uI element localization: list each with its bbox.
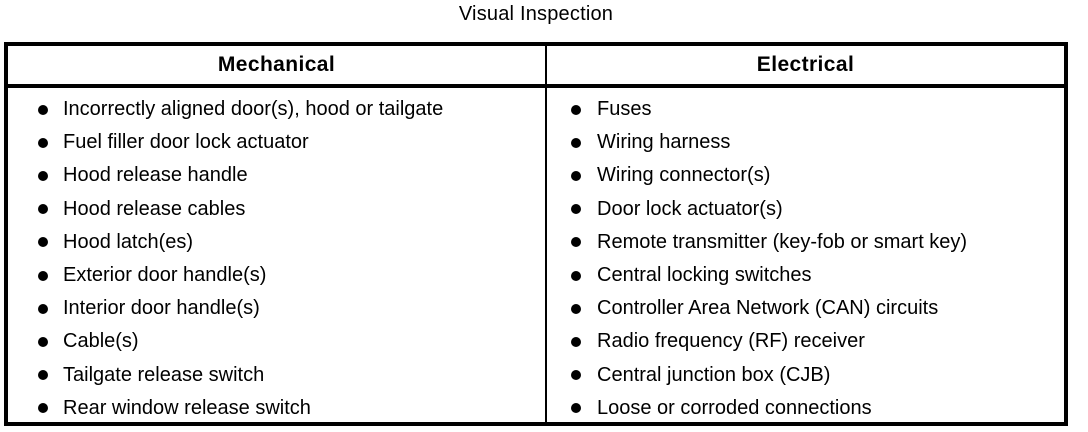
list-item: Hood release handle xyxy=(8,159,545,192)
list-item: Wiring connector(s) xyxy=(547,159,1064,192)
bullet-icon xyxy=(571,104,581,115)
column-header-mechanical: Mechanical xyxy=(8,46,547,88)
list-item-label: Fuel filler door lock actuator xyxy=(63,131,309,154)
list-item-label: Radio frequency (RF) receiver xyxy=(597,330,865,353)
list-item-label: Central junction box (CJB) xyxy=(597,363,831,386)
list-item-label: Controller Area Network (CAN) circuits xyxy=(597,297,939,320)
list-item: Tailgate release switch xyxy=(8,359,545,392)
mechanical-item-list: Incorrectly aligned door(s), hood or tai… xyxy=(8,93,545,422)
list-item-label: Wiring harness xyxy=(597,131,731,154)
list-item: Fuel filler door lock actuator xyxy=(8,126,545,159)
list-item: Central locking switches xyxy=(547,259,1064,292)
list-item: Exterior door handle(s) xyxy=(8,259,545,292)
bullet-icon xyxy=(38,270,48,281)
list-item-label: Door lock actuator(s) xyxy=(597,197,783,220)
list-item-label: Wiring connector(s) xyxy=(597,164,771,187)
bullet-icon xyxy=(571,370,581,381)
column-header-electrical: Electrical xyxy=(547,46,1064,88)
list-item-label: Tailgate release switch xyxy=(63,363,265,386)
list-item-label: Fuses xyxy=(597,98,652,121)
bullet-icon xyxy=(38,370,48,381)
list-item: Central junction box (CJB) xyxy=(547,359,1064,392)
list-item-label: Exterior door handle(s) xyxy=(63,264,267,287)
list-item-label: Hood latch(es) xyxy=(63,230,194,253)
bullet-icon xyxy=(571,170,581,181)
bullet-icon xyxy=(38,104,48,115)
bullet-icon xyxy=(571,270,581,281)
bullet-icon xyxy=(38,170,48,181)
bullet-icon xyxy=(38,403,48,414)
list-item: Cable(s) xyxy=(8,325,545,358)
list-item: Interior door handle(s) xyxy=(8,292,545,325)
list-item: Radio frequency (RF) receiver xyxy=(547,325,1064,358)
bullet-icon xyxy=(571,137,581,148)
list-item: Rear window release switch xyxy=(8,392,545,422)
bullet-icon xyxy=(38,137,48,148)
list-item-label: Cable(s) xyxy=(63,330,139,353)
bullet-icon xyxy=(38,237,48,248)
bullet-icon xyxy=(571,403,581,414)
page-title: Visual Inspection xyxy=(458,3,614,25)
list-item: Controller Area Network (CAN) circuits xyxy=(547,292,1064,325)
list-item: Fuses xyxy=(547,93,1064,126)
bullet-icon xyxy=(38,336,48,347)
bullet-icon xyxy=(571,204,581,215)
list-item-label: Hood release cables xyxy=(63,197,246,220)
list-item-label: Central locking switches xyxy=(597,264,812,287)
bullet-icon xyxy=(571,237,581,248)
bullet-icon xyxy=(571,336,581,347)
list-item: Loose or corroded connections xyxy=(547,392,1064,422)
list-item-label: Remote transmitter (key-fob or smart key… xyxy=(597,230,968,253)
list-item-label: Hood release handle xyxy=(63,164,248,187)
list-item-label: Interior door handle(s) xyxy=(63,297,260,320)
mechanical-column-body: Incorrectly aligned door(s), hood or tai… xyxy=(8,88,547,422)
bullet-icon xyxy=(38,303,48,314)
bullet-icon xyxy=(38,204,48,215)
list-item-label: Rear window release switch xyxy=(63,396,311,419)
bullet-icon xyxy=(571,303,581,314)
list-item-label: Loose or corroded connections xyxy=(597,396,872,419)
list-item: Door lock actuator(s) xyxy=(547,193,1064,226)
list-item: Hood release cables xyxy=(8,193,545,226)
list-item-label: Incorrectly aligned door(s), hood or tai… xyxy=(63,98,444,121)
list-item: Hood latch(es) xyxy=(8,226,545,259)
list-item: Remote transmitter (key-fob or smart key… xyxy=(547,226,1064,259)
visual-inspection-table: Mechanical Electrical Incorrectly aligne… xyxy=(4,42,1068,426)
list-item: Incorrectly aligned door(s), hood or tai… xyxy=(8,93,545,126)
list-item: Wiring harness xyxy=(547,126,1064,159)
